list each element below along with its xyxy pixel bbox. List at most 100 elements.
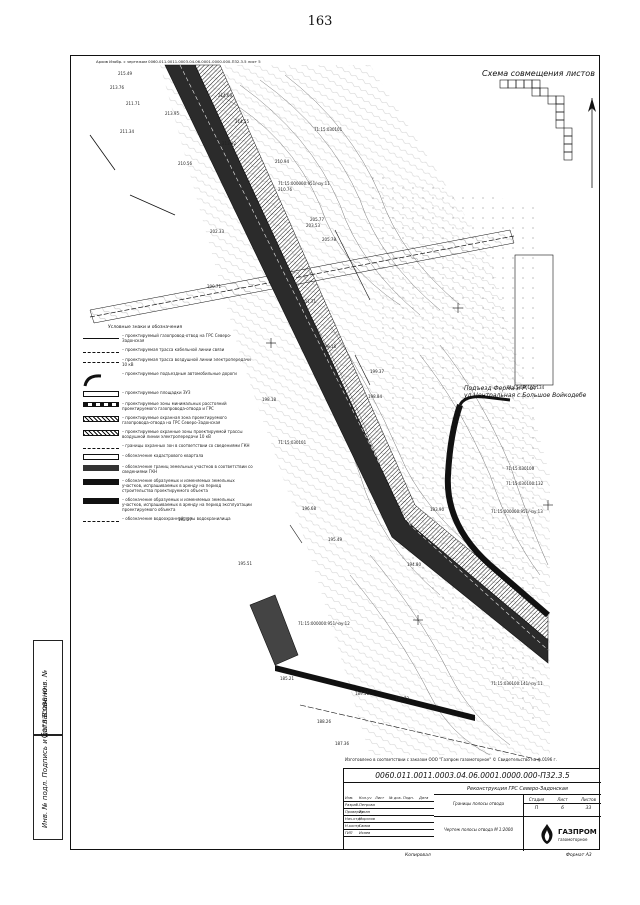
legend-text: – проектируемые охранная зона проектируе… [122,415,227,425]
lower-parcel [249,594,299,666]
legend-symbol-icon [83,498,119,504]
svg-text:71:15:030101: 71:15:030101 [314,127,343,132]
legend-symbol-icon [83,444,119,449]
access-road-note: Подъезд Ферма и Р. от ул.Центральная с.Б… [464,385,586,399]
signature-cell: Проверил [345,810,364,814]
legend-text: – обозначение водоохранной зоны водохран… [122,516,231,521]
legend-item: – обозначение кадастрового квартала [83,453,253,460]
survey-crosses [266,303,553,625]
svg-text:71:15:000000:951/чзу:13: 71:15:000000:951/чзу:13 [491,509,543,514]
signature-cell: № док. [389,796,402,800]
legend-symbol-icon [83,465,119,471]
svg-text:71:15:030100:132: 71:15:030100:132 [506,481,544,486]
sheets-label: Листов [581,797,596,802]
project-name: Реконструкция ГРС Северо-Задонская [434,783,601,795]
legend-symbol-icon [83,391,119,397]
svg-text:203.53: 203.53 [306,223,320,228]
parcel-rect [514,254,554,386]
sheet-scheme-title: Схема совмещения листов [482,69,595,78]
legend-text: – границы охранных зон в соответствии со… [122,443,250,448]
svg-text:195.49: 195.49 [328,537,342,542]
svg-text:188.26: 188.26 [317,719,331,724]
legend-item: – проектируемый газопровод-отвод на ГРС … [83,333,253,343]
svg-text:200.71: 200.71 [207,284,221,289]
side-stamp [33,640,63,840]
document-code: 0060.011.0011.0003.04.06.0001.0000.000-П… [344,769,601,783]
svg-text:192.27: 192.27 [178,517,192,522]
legend-symbol-icon [83,372,119,387]
svg-text:211.71: 211.71 [126,101,140,106]
signature-row: Н.контр.Гамов [344,823,434,830]
legend-title: Условные знаки и обозначения [108,325,183,330]
legend-item: – обозначение водоохранной зоны водохран… [83,516,253,522]
sheets-value: 33 [585,806,592,811]
logo-name: ГАЗПРОМ [558,828,597,836]
sheet-value: 6 [561,806,564,811]
legend-text: – обозначение границ земельных участков … [122,464,253,474]
svg-text:213.82: 213.82 [222,141,236,146]
signature-cell: Нач.отд. [345,817,362,821]
svg-text:214.55: 214.55 [235,119,249,124]
signature-cell: Кол.уч [359,796,372,800]
copyright-note: Изготовлено в соответствии с заказом ООО… [345,757,557,762]
stage-header: Стадия Лист Листов [524,795,601,804]
svg-text:71:15:030101: 71:15:030101 [278,440,307,445]
legend-symbol-icon [83,334,119,339]
legend-item: – обозначение образуемых и изменяемых зе… [83,497,253,512]
svg-text:201.71: 201.71 [302,299,316,304]
stamp-fields: Инв. № подл. Подпись и дата Взам. инв. № [41,669,49,828]
legend-item: – границы охранных зон в соответствии со… [83,443,253,449]
signature-cell: Дата [419,796,429,800]
sheet-scheme-grid [499,79,573,161]
access-road [444,404,550,618]
legend-symbol-icon [83,416,119,422]
svg-text:205.77: 205.77 [310,217,324,222]
stage-value: П [534,806,539,811]
flame-logo-icon [541,824,553,844]
stage-values: П 6 33 [524,804,601,817]
parcel-id-labels: 71:15:030101 71:15:000000:951/чзу:11 71:… [278,127,545,686]
legend-text: – проектируемые площадки ЗУЗ [122,390,191,395]
drawing-title: Чертеж полосы отвода М 1:2000 [434,817,524,851]
svg-text:186.72: 186.72 [395,696,409,701]
sheet-label: Лист [557,797,568,802]
drawing-frame [70,55,600,850]
sheet-name: Границы полосы отвода [434,795,524,817]
svg-text:202.33: 202.33 [210,229,224,234]
legend: – проектируемый газопровод-отвод на ГРС … [83,333,253,526]
copied-label: Копировал [405,853,431,858]
svg-text:210.76: 210.76 [278,187,292,192]
signature-cell: Тукан [359,810,371,814]
svg-text:198.18: 198.18 [262,397,276,402]
legend-symbol-icon [83,479,119,485]
legend-text: – проектируемые зоны минимальных расстоя… [122,401,227,411]
north-arrow-icon [588,98,596,188]
legend-symbol-icon [83,402,119,407]
legend-text: – проектируемый газопровод-отвод на ГРС … [122,333,232,343]
svg-text:71:15:030101:134: 71:15:030101:134 [507,385,545,390]
legend-text: – проектируемая трасса кабельной линии с… [122,347,225,352]
svg-text:213.95: 213.95 [165,111,179,116]
legend-item: – проектируемые подъездные автомобильные… [83,371,253,387]
format-label: Формат А3 [566,853,592,858]
page-number: 163 [307,14,333,29]
svg-text:189.51: 189.51 [355,691,369,696]
svg-text:210.94: 210.94 [275,159,289,164]
legend-symbol-icon [83,430,119,436]
svg-text:199.37: 199.37 [370,369,384,374]
svg-text:210.56: 210.56 [178,161,192,166]
legend-item: – проектируемая трасса кабельной линии с… [83,347,253,353]
svg-text:214.69: 214.69 [218,93,232,98]
svg-text:198.84: 198.84 [368,394,382,399]
svg-text:199.18: 199.18 [322,344,336,349]
legend-text: – проектируемые охранные зоны проектируе… [122,429,243,439]
title-block: 0060.011.0011.0003.04.06.0001.0000.000-П… [343,768,601,851]
svg-text:185.21: 185.21 [280,676,294,681]
signature-cell: Подп. [403,796,414,800]
signature-row: Разраб.Петрова [344,802,434,809]
logo-subtitle: газомоторное [558,837,588,842]
